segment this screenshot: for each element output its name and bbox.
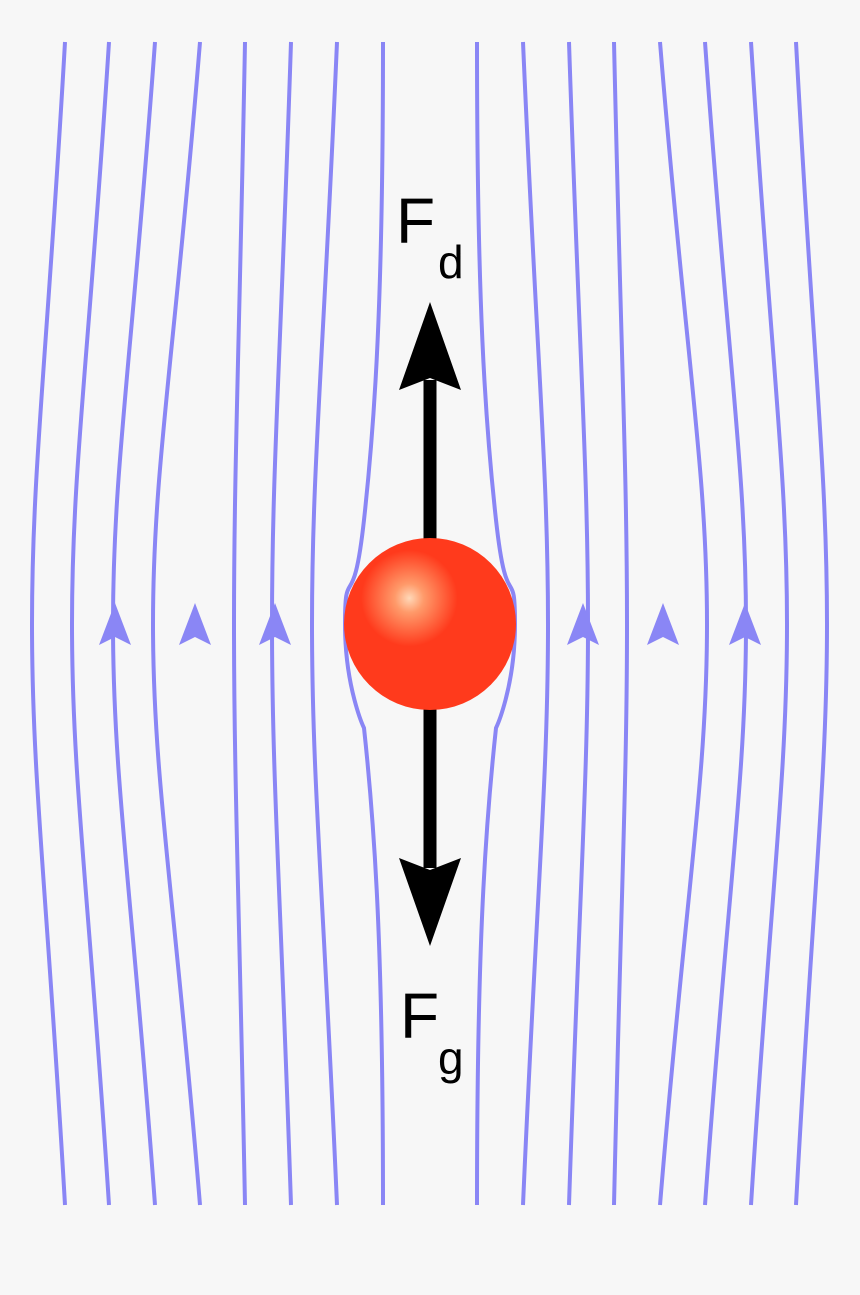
streamline xyxy=(612,41,630,1206)
red-sphere-icon xyxy=(344,538,516,710)
drag-force-arrow xyxy=(399,302,461,540)
streamline xyxy=(475,41,518,1206)
flow-direction-arrows xyxy=(99,603,761,645)
streamline xyxy=(658,41,710,1206)
upward-arrowhead-icon xyxy=(567,603,599,645)
streamline xyxy=(794,41,830,1206)
streamline xyxy=(231,41,247,1206)
upward-arrowhead-icon xyxy=(179,603,211,645)
streamline xyxy=(749,41,790,1206)
upward-arrowhead-icon xyxy=(729,603,761,645)
upward-arrowhead-icon xyxy=(259,603,291,645)
drag-force-label: Fd xyxy=(396,185,464,288)
upward-arrowhead-icon xyxy=(647,603,679,645)
streamline xyxy=(342,41,385,1206)
streamline xyxy=(29,41,67,1206)
upward-arrowhead-icon xyxy=(99,603,131,645)
streamline xyxy=(521,41,551,1206)
streamline xyxy=(309,41,339,1206)
streamline xyxy=(69,41,111,1206)
streamline xyxy=(150,41,202,1206)
gravity-force-arrow xyxy=(399,708,461,946)
